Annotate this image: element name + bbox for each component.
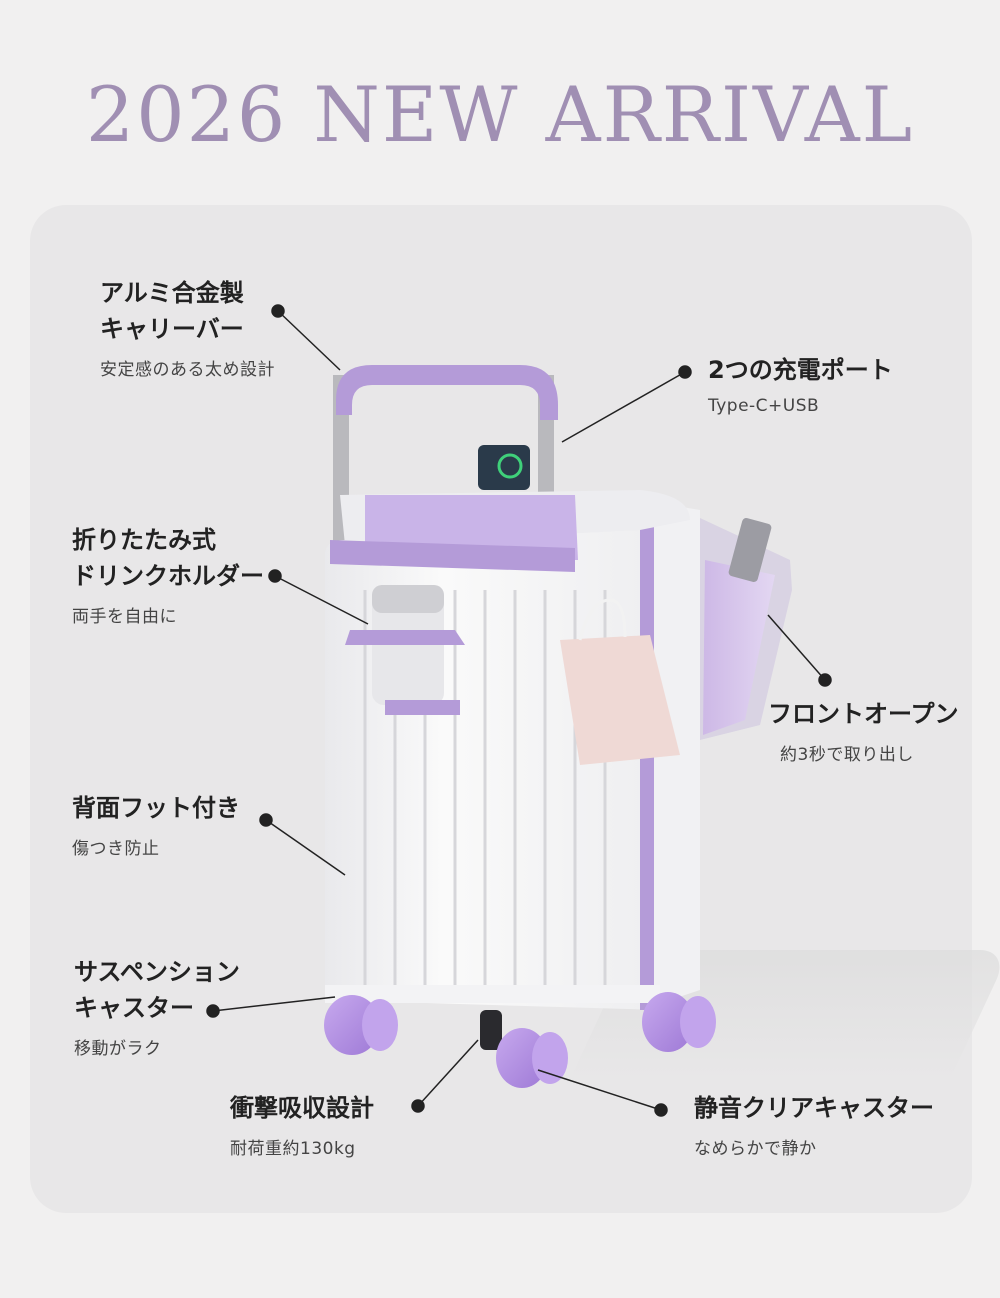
cup-holder: [345, 630, 465, 645]
feature-shock-title: 衝撃吸収設計: [230, 1094, 374, 1122]
feature-caster: サスペンション キャスター 移動がラク: [74, 954, 240, 1059]
feature-handle: アルミ合金製 キャリーバー 安定感のある太め設計: [100, 275, 275, 380]
shopping-bag: [560, 635, 680, 765]
feature-handle-sub: 安定感のある太め設計: [100, 360, 275, 380]
handle-grip: [336, 365, 558, 420]
feature-holder-sub: 両手を自由に: [72, 607, 177, 627]
feature-shock-sub: 耐荷重約130kg: [230, 1139, 356, 1159]
feature-ports-sub: Type-C+USB: [708, 396, 820, 416]
front-pocket-lid: [703, 560, 775, 735]
feature-handle-title: アルミ合金製 キャリーバー: [100, 279, 244, 343]
feature-quiet: 静音クリアキャスター なめらかで静か: [694, 1090, 934, 1159]
feature-foot: 背面フット付き 傷つき防止: [72, 790, 240, 859]
feature-caster-sub: 移動がラク: [74, 1039, 162, 1059]
feature-shock: 衝撃吸収設計 耐荷重約130kg: [230, 1090, 374, 1159]
feature-holder: 折りたたみ式 ドリンクホルダー 両手を自由に: [72, 522, 264, 627]
feature-caster-title: サスペンション キャスター: [74, 958, 240, 1022]
feature-front: フロントオープン 約3秒で取り出し: [768, 696, 959, 765]
feature-holder-title: 折りたたみ式 ドリンクホルダー: [72, 526, 264, 590]
feature-front-sub: 約3秒で取り出し: [780, 745, 914, 765]
headline: 2026 NEW ARRIVAL: [85, 70, 915, 159]
laptop: [728, 518, 772, 582]
feature-ports-title: 2つの充電ポート: [708, 356, 893, 384]
feature-ports: 2つの充電ポート Type-C+USB: [708, 352, 893, 416]
feature-quiet-title: 静音クリアキャスター: [694, 1094, 934, 1122]
feature-foot-title: 背面フット付き: [72, 794, 240, 822]
feature-front-title: フロントオープン: [768, 700, 959, 728]
feature-quiet-sub: なめらかで静か: [694, 1139, 817, 1159]
caster-wheels: [324, 992, 716, 1088]
feature-foot-sub: 傷つき防止: [72, 839, 160, 859]
